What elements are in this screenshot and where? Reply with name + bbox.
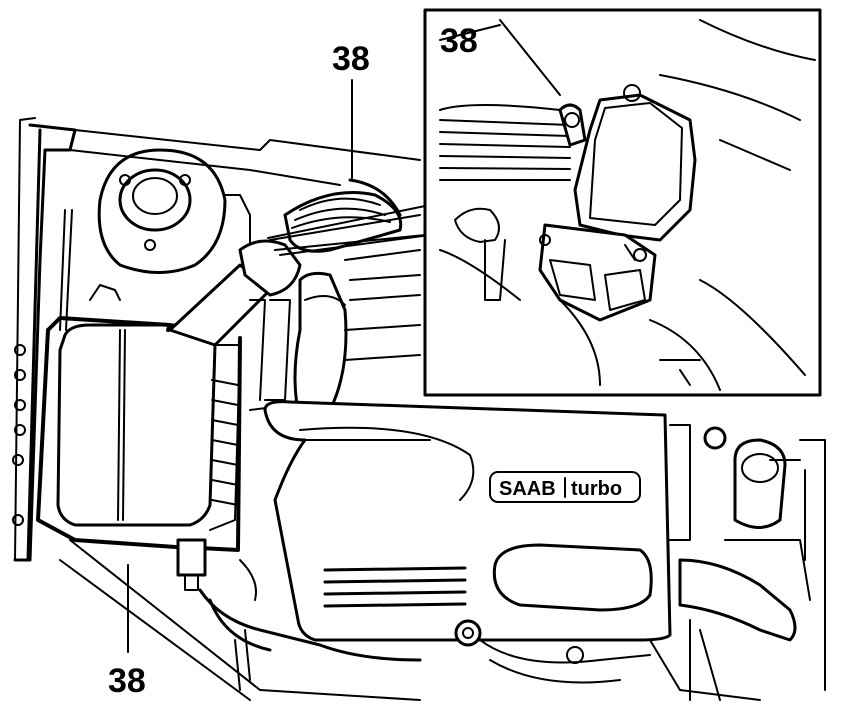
callout-label-inset: 38 — [440, 22, 478, 60]
strut-tower — [69, 129, 421, 301]
badge-model: turbo — [571, 478, 622, 500]
lower-components — [59, 539, 761, 701]
fender-frame — [12, 117, 77, 562]
callout-label-top: 38 — [332, 40, 370, 78]
air-filter-box — [36, 316, 242, 591]
inset-detail-panel — [423, 8, 822, 397]
turbo-hose — [249, 271, 348, 422]
leader-lines — [127, 79, 431, 653]
engine-cover: SAAB turbo — [263, 400, 672, 647]
intake-pipe — [168, 178, 426, 347]
callout-label-bottom: 38 — [108, 662, 146, 700]
right-components — [669, 424, 826, 701]
badge-brand: SAAB — [499, 478, 556, 500]
